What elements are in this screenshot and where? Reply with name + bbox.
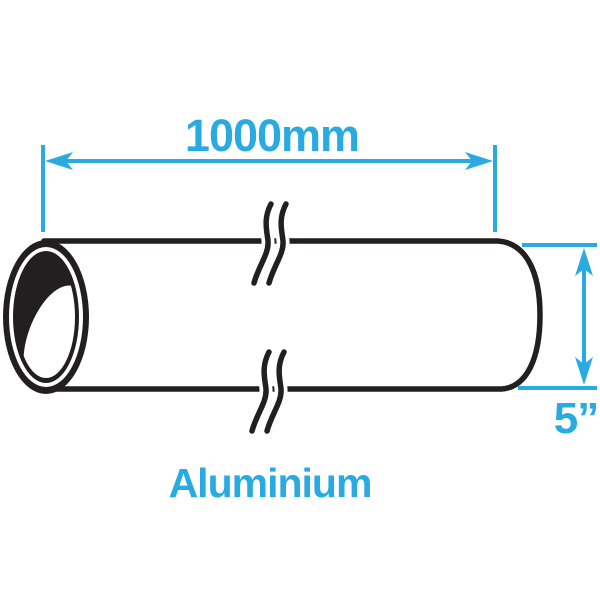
break-line xyxy=(264,349,287,434)
arrow-left-icon xyxy=(45,152,73,170)
diameter-dimension: 5” xyxy=(518,243,599,443)
tube-outline xyxy=(41,238,543,392)
arrow-down-icon xyxy=(575,357,593,385)
arrow-right-icon xyxy=(465,152,493,170)
break-line xyxy=(249,349,272,434)
break-line xyxy=(266,201,289,286)
break-mark-top xyxy=(247,197,293,290)
tube-body-path xyxy=(41,238,543,392)
length-dimension: 1000mm xyxy=(41,110,497,232)
tube-opening xyxy=(3,240,89,394)
diameter-label: 5” xyxy=(554,394,598,443)
length-label: 1000mm xyxy=(185,110,359,161)
break-line xyxy=(251,201,274,286)
arrow-up-icon xyxy=(575,248,593,276)
material-label: Aluminium xyxy=(169,460,372,506)
break-mark-bottom xyxy=(245,345,291,438)
